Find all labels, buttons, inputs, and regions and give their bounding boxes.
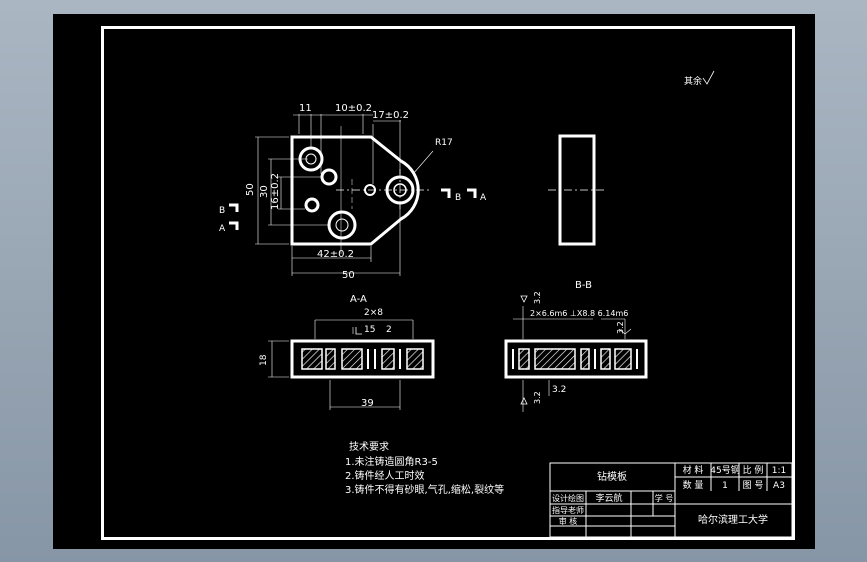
- student-id-label: 学 号: [655, 493, 674, 503]
- roughness-label: 3.2: [616, 321, 625, 334]
- drawing-no-value: A3: [773, 481, 785, 491]
- tech-req-item: 1.未注铸造圆角R3-5: [345, 455, 438, 468]
- designer-name: 李云航: [595, 492, 622, 504]
- dim-label: R17: [435, 138, 453, 148]
- section-marker-label: A: [219, 224, 226, 234]
- dim-label: 18: [259, 354, 269, 366]
- cad-drawing: 其余: [219, 70, 793, 538]
- quantity-label: 数 量: [683, 479, 704, 491]
- dim-label: 50: [245, 183, 256, 196]
- section-aa: A-A 2×8 15 2 18 39: [259, 294, 435, 410]
- scale-label: 比 例: [743, 464, 764, 476]
- dim-label: 17±0.2: [372, 110, 409, 121]
- dim-label: 2: [386, 325, 392, 335]
- quantity-value: 1: [722, 481, 728, 491]
- dim-label: 30: [259, 185, 270, 198]
- dim-label: 42±0.2: [317, 249, 354, 260]
- drawing-sheet: 其余: [53, 14, 815, 549]
- dim-label: 16±0.2: [270, 173, 281, 210]
- front-view-labels: 11 10±0.2 17±0.2 R17 50 30 16±0.2 42±0.2…: [219, 103, 487, 281]
- material-label: 材 料: [683, 464, 704, 476]
- section-title: A-A: [350, 294, 367, 305]
- dim-label: 2×8: [364, 308, 383, 318]
- tech-req-item: 2.铸件经人工时效: [345, 469, 425, 482]
- technical-requirements: 技术要求 1.未注铸造圆角R3-5 2.铸件经人工时效 3.铸件不得有砂眼,气孔…: [345, 440, 504, 496]
- advisor-label: 指导老师: [552, 505, 584, 515]
- scale-value: 1:1: [772, 466, 786, 476]
- section-marker-label: A: [480, 193, 487, 203]
- roughness-note-label: 其余: [684, 75, 702, 87]
- dim-label: 11: [299, 103, 312, 114]
- drawing-no-label: 图 号: [743, 480, 764, 491]
- roughness-label: 3.2: [552, 385, 566, 395]
- title-block: 钻模板 材 料 45号钢 比 例 1:1 数 量 1 图 号 A3 设计绘图 李…: [549, 462, 793, 538]
- dim-label: 50: [342, 270, 355, 281]
- section-marker-label: B: [455, 193, 461, 203]
- roughness-label: 3.2: [533, 391, 542, 404]
- front-view: [229, 114, 477, 276]
- part-name: 钻模板: [597, 470, 627, 483]
- side-view: [548, 134, 604, 246]
- dim-label: 15: [364, 325, 375, 335]
- section-marker-label: B: [219, 206, 225, 216]
- drawing-border: [101, 26, 795, 540]
- material-value: 45号钢: [710, 464, 739, 476]
- designer-label: 设计绘图: [552, 493, 584, 503]
- section-title: B-B: [575, 280, 592, 291]
- dim-label: 2×6.6m6 ⊥X8.8 6.14m6: [530, 309, 628, 318]
- school-name: 哈尔滨理工大学: [698, 513, 768, 526]
- roughness-label: 3.2: [533, 291, 542, 304]
- tech-req-title: 技术要求: [349, 440, 389, 453]
- tech-req-item: 3.铸件不得有砂眼,气孔,缩松,裂纹等: [345, 483, 504, 496]
- dim-label: 39: [361, 398, 374, 409]
- section-bb: B-B 2×6.6m6 ⊥X8.8 6.14m6 3.2 3.2 3.2 3.2: [504, 280, 648, 412]
- dim-label: 10±0.2: [335, 103, 372, 114]
- roughness-symbol-icon: [702, 70, 715, 85]
- roughness-note: 其余: [684, 70, 715, 87]
- reviewer-label: 审 核: [559, 516, 578, 526]
